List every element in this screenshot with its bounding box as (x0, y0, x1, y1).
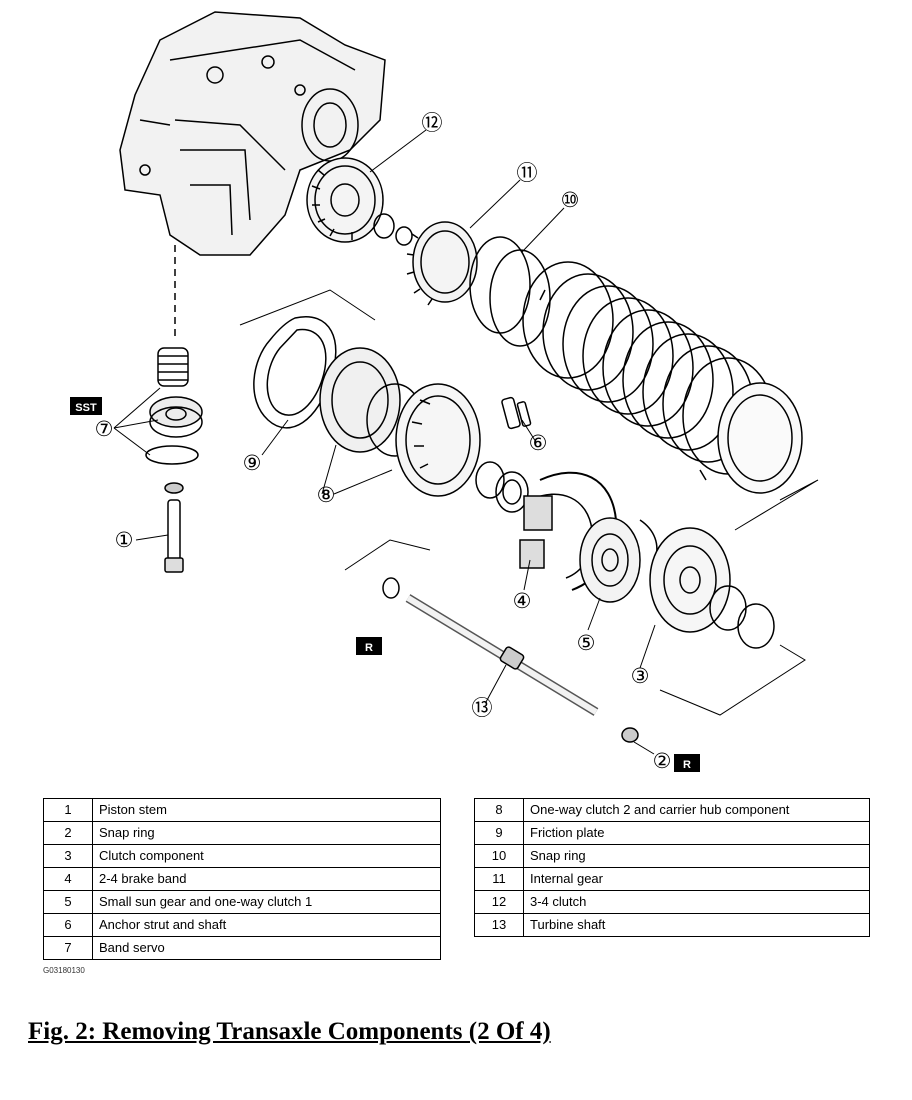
callout-12: ⑫ (422, 112, 443, 135)
callout-7: ⑦ (95, 418, 114, 441)
clutch-component (649, 527, 806, 716)
callout-11: ⑪ (517, 162, 538, 185)
callout-2: ② (653, 750, 672, 773)
legend-number: 2 (43, 821, 93, 845)
legend-description: Internal gear (523, 867, 870, 891)
callout-labels: ① ② ③ ④ ⑤ ⑥ ⑦ ⑧ ⑨ ⑩ ⑪ ⑫ ⑬ (95, 112, 672, 773)
callout-6: ⑥ (529, 432, 548, 455)
legend-number: 6 (43, 913, 93, 937)
transaxle-case (119, 11, 386, 340)
clutch-plate-pack (522, 261, 819, 531)
callout-13: ⑬ (472, 697, 493, 720)
callout-10: ⑩ (561, 189, 580, 212)
legend-number: 10 (474, 844, 524, 868)
legend-description: 3-4 clutch (523, 890, 870, 914)
legend-description: 2-4 brake band (92, 867, 441, 891)
one-way-clutch-2-carrier-hub (319, 347, 481, 497)
svg-text:R: R (683, 759, 691, 771)
legend-number: 4 (43, 867, 93, 891)
legend-number: 13 (474, 913, 524, 937)
legend-number: 12 (474, 890, 524, 914)
legend-description: One-way clutch 2 and carrier hub compone… (523, 798, 870, 822)
leader-lines (113, 129, 656, 755)
callout-8: ⑧ (317, 484, 336, 507)
callout-5: ⑤ (577, 632, 596, 655)
legend-description: Turbine shaft (523, 913, 870, 937)
legend-description: Small sun gear and one-way clutch 1 (92, 890, 441, 914)
small-sun-gear (579, 517, 658, 603)
band-servo (145, 347, 203, 465)
tag-r-snap-ring: R (674, 754, 700, 772)
legend-number: 5 (43, 890, 93, 914)
legend-description: Clutch component (92, 844, 441, 868)
figure-caption: Fig. 2: Removing Transaxle Components (2… (28, 1018, 551, 1045)
legend-description: Friction plate (523, 821, 870, 845)
callout-9: ⑨ (243, 452, 262, 475)
callout-1: ① (115, 529, 134, 552)
tag-r-shaft: R (356, 637, 382, 655)
legend-description: Anchor strut and shaft (92, 913, 441, 937)
turbine-shaft (344, 539, 639, 743)
figure-code: G03180130 (43, 966, 85, 975)
callout-3: ③ (631, 665, 650, 688)
legend-description: Snap ring (92, 821, 441, 845)
legend-number: 7 (43, 936, 93, 960)
snap-ring-10 (469, 236, 551, 347)
svg-text:SST: SST (75, 402, 97, 414)
legend-number: 11 (474, 867, 524, 891)
tag-sst: SST (70, 397, 102, 415)
callout-4: ④ (513, 590, 532, 613)
legend-description: Snap ring (523, 844, 870, 868)
friction-plate (239, 289, 376, 429)
legend-number: 9 (474, 821, 524, 845)
clutch-3-4 (306, 157, 413, 246)
legend-description: Piston stem (92, 798, 441, 822)
legend-number: 8 (474, 798, 524, 822)
piston-stem (164, 482, 184, 573)
svg-text:R: R (365, 642, 373, 654)
legend-number: 3 (43, 844, 93, 868)
exploded-view-diagram: ① ② ③ ④ ⑤ ⑥ ⑦ ⑧ ⑨ ⑩ ⑪ ⑫ ⑬ SST R R (70, 11, 819, 773)
legend-number: 1 (43, 798, 93, 822)
thrust-washers (475, 461, 529, 513)
internal-gear (406, 221, 478, 306)
legend-description: Band servo (92, 936, 441, 960)
anchor-strut (501, 396, 532, 430)
